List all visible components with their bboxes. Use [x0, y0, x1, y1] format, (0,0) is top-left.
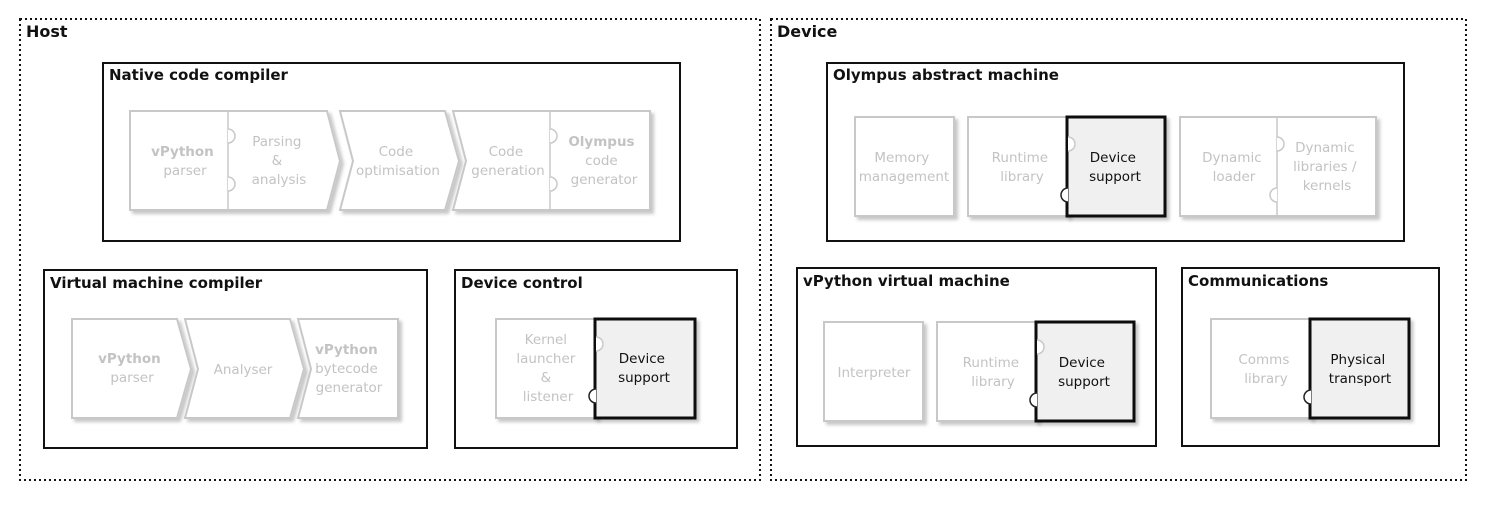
vm-device-support-block: Device support — [1029, 320, 1136, 423]
code-generation-label: Code generation — [471, 144, 544, 179]
dynamic-libraries-label: Dynamic libraries / kernels — [1293, 140, 1361, 194]
native-vpython-parser-label: vPython parser — [151, 141, 219, 179]
device-region-label: Device — [777, 22, 838, 41]
device-control-device-support-label: Device support — [618, 351, 670, 386]
oam-runtime-library-label: Runtime library — [992, 150, 1053, 185]
analyser-label: Analyser — [214, 362, 273, 378]
olympus-code-generator-label: Olympus code generator — [568, 131, 639, 188]
puzzle-connector-icon — [595, 336, 604, 352]
vpython-virtual-machine-panel: vPython virtual machine Interpreter Runt… — [796, 267, 1157, 447]
host-region-label: Host — [26, 22, 68, 41]
kernel-launcher-block: Kernel launcher & listener — [495, 318, 597, 419]
comms-library-label: Comms library — [1238, 352, 1293, 387]
physical-transport-block: Physical transport — [1303, 317, 1411, 420]
vm-runtime-library-block: Runtime library — [936, 321, 1038, 422]
bytecode-generator-label: vPython bytecode generator — [315, 339, 383, 396]
virtual-machine-compiler-panel: Virtual machine compiler vPython parser … — [43, 269, 428, 449]
olympus-abstract-machine-title: Olympus abstract machine — [833, 66, 1059, 84]
dynamic-loader-block: Dynamic loader Dynamic libraries / kerne… — [1179, 116, 1377, 217]
parsing-analysis-label: Parsing & analysis — [252, 134, 307, 188]
vm-parser-block: vPython parser — [71, 318, 193, 419]
puzzle-connector-icon — [1276, 136, 1285, 152]
bytecode-generator-block: vPython bytecode generator — [296, 318, 399, 419]
puzzle-connector-icon — [549, 128, 558, 144]
interpreter-block: Interpreter — [823, 321, 924, 422]
oam-runtime-library-block: Runtime library — [967, 116, 1069, 217]
physical-transport-label: Physical transport — [1329, 352, 1391, 387]
native-code-compiler-panel: Native code compiler vPython parser Pars… — [102, 62, 681, 242]
puzzle-connector-icon — [227, 176, 236, 192]
native-parser-block: vPython parser Parsing & analysis — [129, 110, 342, 211]
oam-device-support-label: Device support — [1089, 150, 1141, 185]
puzzle-connector-icon — [549, 176, 558, 192]
kernel-launcher-label: Kernel launcher & listener — [516, 332, 579, 405]
analyser-block: Analyser — [183, 318, 306, 419]
device-control-device-support-block: Device support — [588, 317, 697, 420]
memory-management-label: Memory management — [859, 150, 949, 185]
host-region: Host — [19, 18, 761, 481]
memory-management-block: Memory management — [854, 116, 955, 217]
puzzle-connector-icon — [1060, 187, 1069, 203]
dynamic-loader-label: Dynamic loader — [1202, 150, 1266, 185]
puzzle-connector-icon — [1036, 339, 1045, 355]
vpython-virtual-machine-title: vPython virtual machine — [803, 272, 1010, 290]
puzzle-connector-icon — [1303, 389, 1312, 405]
interpreter-label: Interpreter — [838, 365, 911, 381]
puzzle-connector-icon — [227, 128, 236, 144]
native-code-compiler-title: Native code compiler — [109, 66, 289, 84]
olympus-abstract-machine-panel: Olympus abstract machine Memory manageme… — [826, 62, 1405, 242]
device-control-title: Device control — [461, 274, 583, 292]
virtual-machine-compiler-title: Virtual machine compiler — [50, 274, 263, 292]
device-region: Device — [770, 18, 1467, 481]
vm-vpython-parser-label: vPython parser — [98, 348, 166, 386]
vm-runtime-library-label: Runtime library — [963, 355, 1024, 390]
code-optimisation-block: Code optimisation — [338, 110, 461, 211]
communications-title: Communications — [1188, 272, 1328, 290]
puzzle-connector-icon — [1269, 187, 1278, 203]
code-optimisation-label: Code optimisation — [356, 144, 440, 179]
communications-panel: Communications Comms library Physical tr… — [1181, 267, 1440, 447]
puzzle-connector-icon — [588, 388, 597, 404]
puzzle-connector-icon — [1067, 136, 1076, 152]
comms-library-block: Comms library — [1210, 318, 1312, 419]
oam-device-support-block: Device support — [1060, 115, 1167, 218]
puzzle-connector-icon — [1029, 392, 1038, 408]
device-control-panel: Device control Kernel launcher & listene… — [454, 269, 738, 449]
vm-device-support-label: Device support — [1058, 355, 1110, 390]
code-generation-block: Code generation Olympus code generator — [451, 110, 651, 211]
